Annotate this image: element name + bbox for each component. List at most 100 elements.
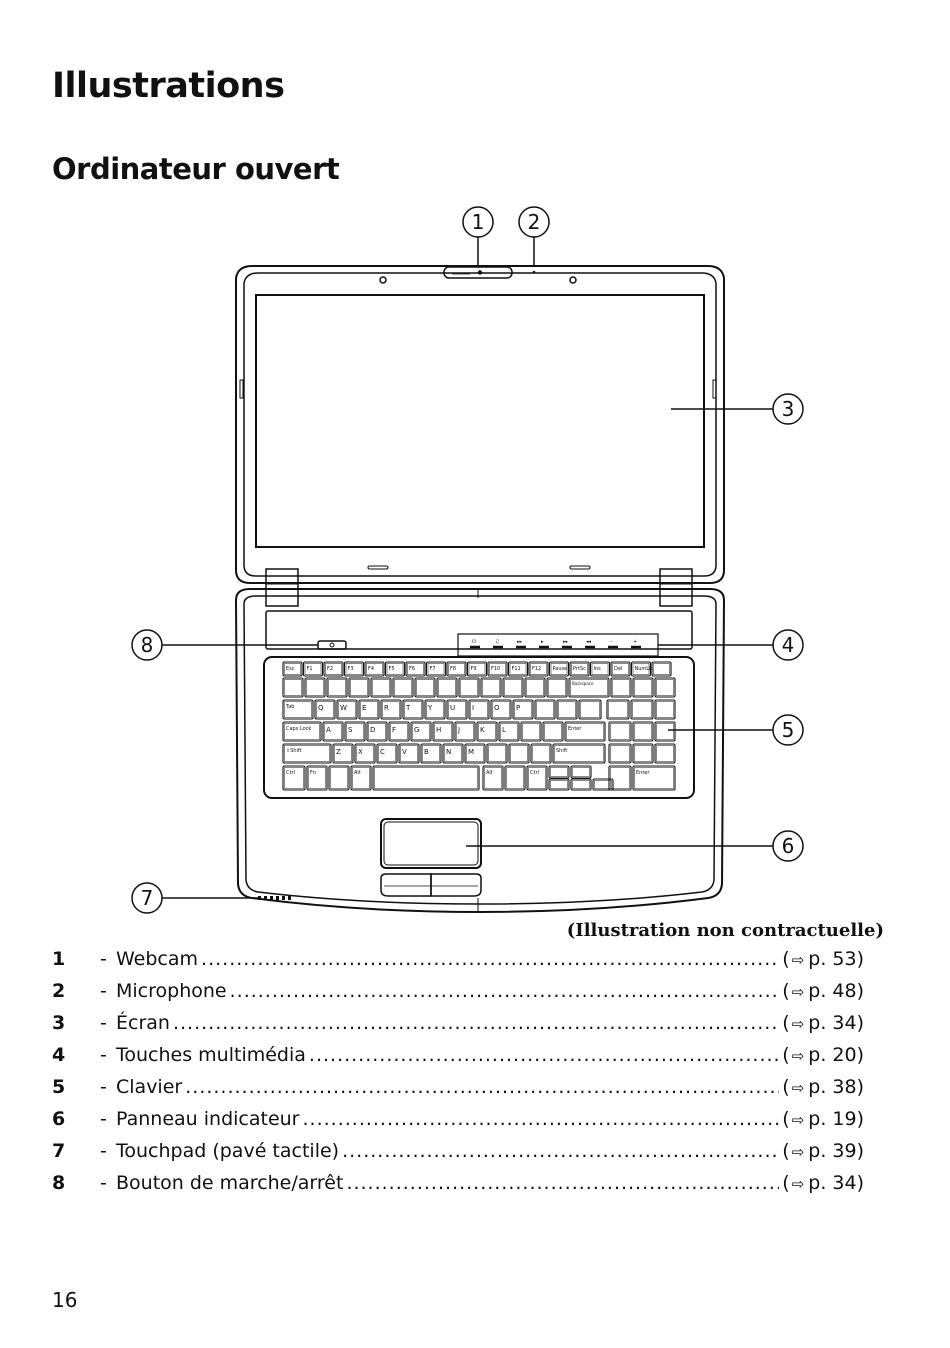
svg-text:P: P xyxy=(516,704,520,712)
legend-item: 2-Microphone(⇨p. 48) xyxy=(52,980,864,1012)
svg-text:Y: Y xyxy=(427,704,433,712)
legend-item: 7-Touchpad (pavé tactile)(⇨p. 39) xyxy=(52,1140,864,1172)
callout-4: 4 xyxy=(782,633,795,657)
keyboard-key xyxy=(370,677,392,698)
legend-item: 8-Bouton de marche/arrêt(⇨p. 34) xyxy=(52,1172,864,1204)
legend-reference: (⇨p. 39) xyxy=(782,1140,864,1162)
callout-2: 2 xyxy=(528,210,541,234)
keyboard-key: NumLk xyxy=(630,661,653,677)
keyboard-key: ⇧Shift xyxy=(282,743,332,764)
ref-page: p. 34) xyxy=(808,1172,864,1194)
svg-text:Ctrl: Ctrl xyxy=(286,770,295,776)
svg-text:F1: F1 xyxy=(307,666,313,672)
keyboard-key: F6 xyxy=(405,661,426,677)
keyboard-key: L xyxy=(498,721,520,742)
callout-8: 8 xyxy=(141,633,154,657)
ref-page: p. 48) xyxy=(808,980,864,1002)
keyboard-key: F11 xyxy=(507,661,529,677)
ref-page: p. 53) xyxy=(808,948,864,970)
legend-dash: - xyxy=(100,948,107,970)
svg-text:▸▸: ▸▸ xyxy=(517,639,523,645)
keyboard-key xyxy=(608,721,632,742)
legend-item: 6-Panneau indicateur(⇨p. 19) xyxy=(52,1108,864,1140)
svg-text:F7: F7 xyxy=(430,666,436,672)
keyboard-key: Alt xyxy=(350,765,372,791)
legend-reference: (⇨p. 38) xyxy=(782,1076,864,1098)
leader-dots xyxy=(303,1108,780,1130)
keyboard-key: D xyxy=(366,721,388,742)
svg-text:Alt: Alt xyxy=(486,770,493,776)
keyboard-key xyxy=(458,677,480,698)
callout-7: 7 xyxy=(141,886,154,910)
leader-dots xyxy=(201,948,779,970)
page-number: 16 xyxy=(52,1288,78,1312)
keyboard-key xyxy=(534,699,556,720)
keyboard-key: F8 xyxy=(446,661,467,677)
svg-text:Caps Lock: Caps Lock xyxy=(286,726,311,732)
legend-number: 5 xyxy=(52,1076,66,1098)
legend-reference: (⇨p. 48) xyxy=(782,980,864,1002)
svg-text:Ins: Ins xyxy=(594,666,602,672)
svg-text:Ctrl: Ctrl xyxy=(530,770,539,776)
svg-text:V: V xyxy=(402,748,407,756)
keyboard-key xyxy=(578,699,602,720)
keyboard-key: O xyxy=(490,699,512,720)
legend-label: Microphone xyxy=(116,980,227,1002)
leader-dots xyxy=(342,1140,779,1162)
keyboard-key: Esc xyxy=(282,661,303,677)
keyboard-key: G xyxy=(410,721,432,742)
svg-text:G: G xyxy=(414,726,419,734)
keyboard-key: F4 xyxy=(364,661,385,677)
legend-label: Bouton de marche/arrêt xyxy=(116,1172,344,1194)
legend-number: 6 xyxy=(52,1108,66,1130)
keyboard-key xyxy=(610,677,632,698)
keyboard-key: Caps Lock xyxy=(282,721,322,742)
keyboard-key: T xyxy=(402,699,424,720)
keyboard-key xyxy=(372,765,480,791)
svg-text:◂◂: ◂◂ xyxy=(586,639,592,645)
keyboard-key: F3 xyxy=(343,661,365,677)
figure-note: (Illustration non contractuelle) xyxy=(566,920,884,941)
svg-text:Shift: Shift xyxy=(556,748,567,754)
svg-text:B: B xyxy=(424,748,429,756)
leader-dots xyxy=(346,1172,779,1194)
svg-text:–: – xyxy=(610,639,613,645)
keyboard-key: P xyxy=(512,699,534,720)
svg-text:F: F xyxy=(392,726,396,734)
svg-text:Alt: Alt xyxy=(354,770,361,776)
svg-text:Pause: Pause xyxy=(553,666,568,672)
keyboard-key xyxy=(326,677,348,698)
touchpad xyxy=(380,818,482,869)
keyboard-key: I xyxy=(468,699,490,720)
arrow-right-outline-icon: ⇨ xyxy=(791,1175,805,1193)
ref-page: p. 38) xyxy=(808,1076,864,1098)
ref-paren: ( xyxy=(782,1076,790,1098)
legend-dash: - xyxy=(100,1044,107,1066)
leader-dots xyxy=(173,1012,779,1034)
legend-number: 4 xyxy=(52,1044,66,1066)
right-hinge xyxy=(659,568,693,607)
svg-text:Esc: Esc xyxy=(286,666,295,672)
legend-reference: (⇨p. 34) xyxy=(782,1012,864,1034)
svg-text:▸: ▸ xyxy=(541,639,544,645)
legend-number: 7 xyxy=(52,1140,66,1162)
svg-text:D: D xyxy=(370,726,375,734)
arrow-right-outline-icon: ⇨ xyxy=(791,1015,805,1033)
keyboard-key xyxy=(570,765,592,779)
svg-text:NumLk: NumLk xyxy=(635,666,653,672)
svg-text:A: A xyxy=(326,726,331,734)
legend-label: Touches multimédia xyxy=(116,1044,306,1066)
legend-dash: - xyxy=(100,1012,107,1034)
legend-label: Touchpad (pavé tactile) xyxy=(116,1140,340,1162)
keyboard-key: Z xyxy=(332,743,354,764)
keyboard-key xyxy=(414,677,436,698)
svg-text:▸▸: ▸▸ xyxy=(563,639,569,645)
legend-number: 2 xyxy=(52,980,66,1002)
keyboard-key xyxy=(632,743,654,764)
svg-text:F3: F3 xyxy=(348,666,354,672)
svg-text:+: + xyxy=(633,639,637,645)
keyboard-key xyxy=(654,699,676,720)
keyboard-key xyxy=(632,677,654,698)
keyboard-key xyxy=(480,677,502,698)
keyboard-key: H xyxy=(432,721,454,742)
